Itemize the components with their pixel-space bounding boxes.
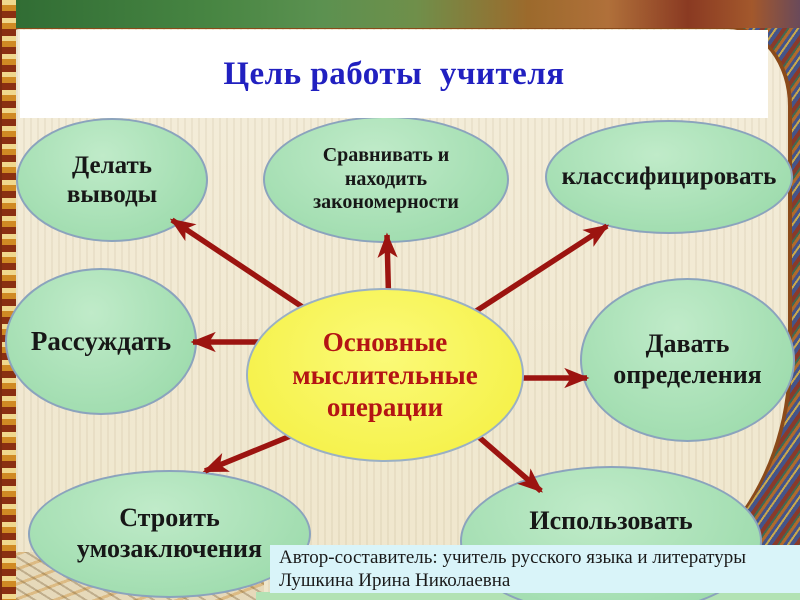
author-note: Автор-составитель: учитель русского язык… — [279, 547, 746, 591]
bubble-osnovnye-myslitelnye-operacii: Основные мыслительные операции — [246, 288, 524, 462]
bubble-davat-opredeleniya: Давать определения — [580, 278, 795, 442]
title-box: Цель работы учителя — [20, 30, 768, 118]
bubble-label: Сравнивать и находить закономерности — [313, 144, 459, 214]
bubble-label: классифицировать — [561, 163, 777, 191]
bubble-rassuzhdat: Рассуждать — [5, 268, 197, 415]
bubble-label: Использовать — [529, 506, 693, 535]
slide-title: Цель работы учителя — [223, 55, 565, 92]
center-bubble-label: Основные мыслительные операции — [292, 327, 478, 423]
author-box: Автор-составитель: учитель русского язык… — [270, 545, 800, 593]
decorative-left-border — [0, 0, 16, 600]
bubble-sravnivat-nahodit-zakonomernosti: Сравнивать и находить закономерности — [263, 116, 509, 243]
decorative-top-border — [0, 0, 800, 28]
bubble-klassificirovat: классифицировать — [545, 120, 793, 234]
bubble-delat-vyvody: Делать выводы — [16, 118, 208, 242]
bubble-label: Делать выводы — [66, 151, 158, 209]
bubble-label: Давать определения — [613, 329, 762, 389]
bubble-label: Рассуждать — [30, 325, 172, 356]
bubble-stroit-umozaklyucheniya: Строить умозаключения — [28, 470, 311, 598]
bubble-label: Строить умозаключения — [76, 503, 263, 563]
